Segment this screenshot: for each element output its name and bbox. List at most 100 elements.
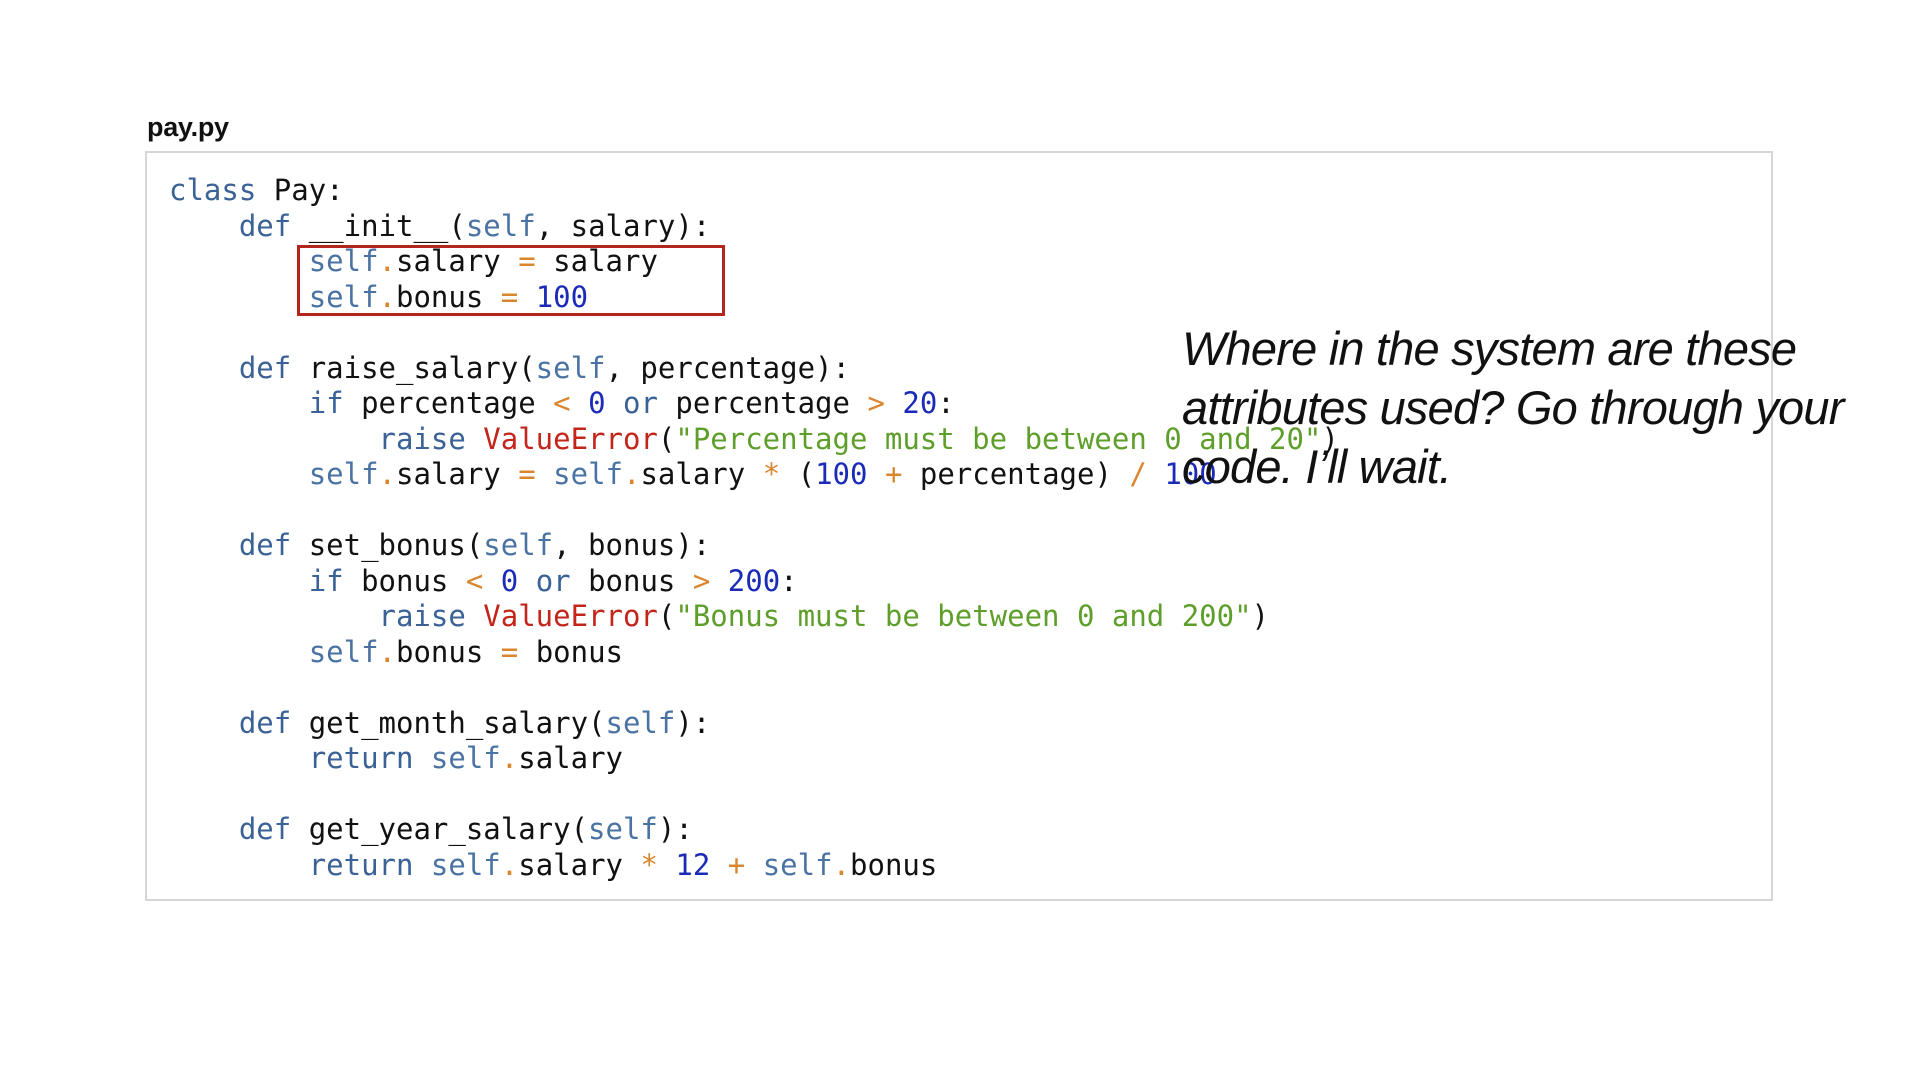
code-token: : — [937, 386, 955, 420]
code-token: 0 — [588, 386, 606, 420]
code-token — [413, 848, 430, 882]
code-line: class Pay: — [169, 173, 1339, 209]
code-token: self — [762, 847, 833, 882]
code-token: ValueError — [483, 421, 658, 456]
code-token: def — [238, 528, 292, 562]
code-token — [169, 528, 239, 562]
code-token: ( — [657, 421, 676, 456]
code-token — [169, 706, 239, 740]
code-token: Pay: — [256, 173, 344, 207]
code-token — [536, 457, 553, 491]
code-token: salary — [535, 244, 658, 278]
code-token — [885, 386, 902, 420]
code-token: 0 — [500, 563, 519, 598]
code-token: percentage) — [902, 457, 1130, 491]
code-line: if percentage < 0 or percentage > 20: — [169, 386, 1339, 422]
code-token: , percentage): — [605, 350, 850, 385]
code-token: . — [832, 847, 851, 882]
code-token: = — [518, 244, 536, 278]
code-token — [169, 564, 309, 598]
code-token: bonus — [518, 634, 623, 669]
code-token — [483, 564, 500, 598]
code-line — [169, 315, 1339, 351]
code-token: def — [238, 350, 292, 385]
code-token: 100 — [815, 457, 868, 491]
code-token: 12 — [675, 847, 711, 882]
code-token — [169, 280, 309, 314]
code-token: self — [308, 244, 379, 278]
code-token: . — [623, 457, 641, 491]
code-line: def __init__(self, salary): — [169, 209, 1339, 245]
code-line: if bonus < 0 or bonus > 200: — [169, 564, 1339, 600]
code-token: get_year_salary( — [291, 812, 589, 846]
code-token: percentage — [657, 386, 868, 420]
code-token: bonus — [396, 634, 501, 669]
code-line: return self.salary * 12 + self.bonus — [169, 848, 1339, 884]
code-token — [1147, 457, 1164, 491]
code-token: bonus — [570, 563, 693, 598]
code-token: if — [308, 386, 344, 420]
code-token: 20 — [902, 386, 938, 420]
code-token — [413, 741, 430, 775]
code-panel: class Pay: def __init__(self, salary): s… — [145, 151, 1844, 901]
code-token: ( — [780, 457, 816, 491]
code-line: raise ValueError("Bonus must be between … — [169, 599, 1339, 635]
code-token: percentage — [343, 386, 554, 420]
code-token — [745, 848, 762, 882]
code-token — [867, 457, 884, 491]
code-token — [169, 635, 309, 669]
code-token: . — [378, 279, 396, 314]
code-token — [169, 244, 309, 278]
code-line: def raise_salary(self, percentage): — [169, 351, 1339, 387]
code-token: : — [780, 563, 798, 598]
code-token: self — [483, 528, 554, 562]
code-token: ( — [657, 599, 676, 633]
code-line — [169, 670, 1339, 706]
code-token: self — [588, 812, 658, 846]
code-token: def — [238, 705, 292, 740]
code-token — [466, 599, 483, 633]
code-token: or — [623, 386, 658, 420]
code-line — [169, 493, 1339, 529]
code-token: self — [308, 457, 379, 491]
code-line: self.salary = salary — [169, 244, 1339, 280]
code-token: __init__( — [291, 208, 466, 243]
code-token — [710, 564, 727, 598]
file-name-label: pay.py — [147, 112, 229, 142]
code-token — [710, 848, 727, 882]
code-token — [169, 741, 309, 775]
code-token: 100 — [535, 279, 589, 314]
code-token: > — [692, 563, 711, 598]
code-token — [169, 386, 309, 420]
code-line: raise ValueError("Percentage must be bet… — [169, 422, 1339, 458]
code-token: 100 — [1164, 457, 1217, 491]
code-token: def — [238, 208, 292, 243]
code-token: ) — [1321, 421, 1339, 456]
code-token: "Percentage must be between 0 and 20" — [675, 421, 1322, 456]
code-token: self — [535, 350, 606, 385]
code-token — [518, 564, 535, 598]
code-token: + — [884, 457, 903, 491]
code-token: = — [500, 279, 519, 314]
code-token: * — [762, 457, 781, 491]
code-token: salary — [396, 244, 519, 278]
code-token — [169, 848, 309, 882]
code-token: self — [430, 847, 501, 882]
code-line: def get_month_salary(self): — [169, 706, 1339, 742]
code-line — [169, 777, 1339, 813]
code-token: self — [605, 705, 676, 740]
code-token: self — [430, 741, 501, 775]
code-token: . — [500, 741, 519, 775]
code-token: self — [465, 208, 536, 243]
code-token: . — [378, 634, 396, 669]
code-token: salary — [518, 741, 623, 775]
code-token — [658, 848, 675, 882]
code-line: self.bonus = 100 — [169, 280, 1339, 316]
code-token: if — [308, 563, 344, 598]
code-token — [169, 209, 239, 243]
code-token — [169, 457, 309, 491]
code-token: . — [500, 847, 519, 882]
callout-text: Where in the system are these attributes… — [1182, 322, 1844, 493]
code-token: 200 — [727, 563, 781, 598]
